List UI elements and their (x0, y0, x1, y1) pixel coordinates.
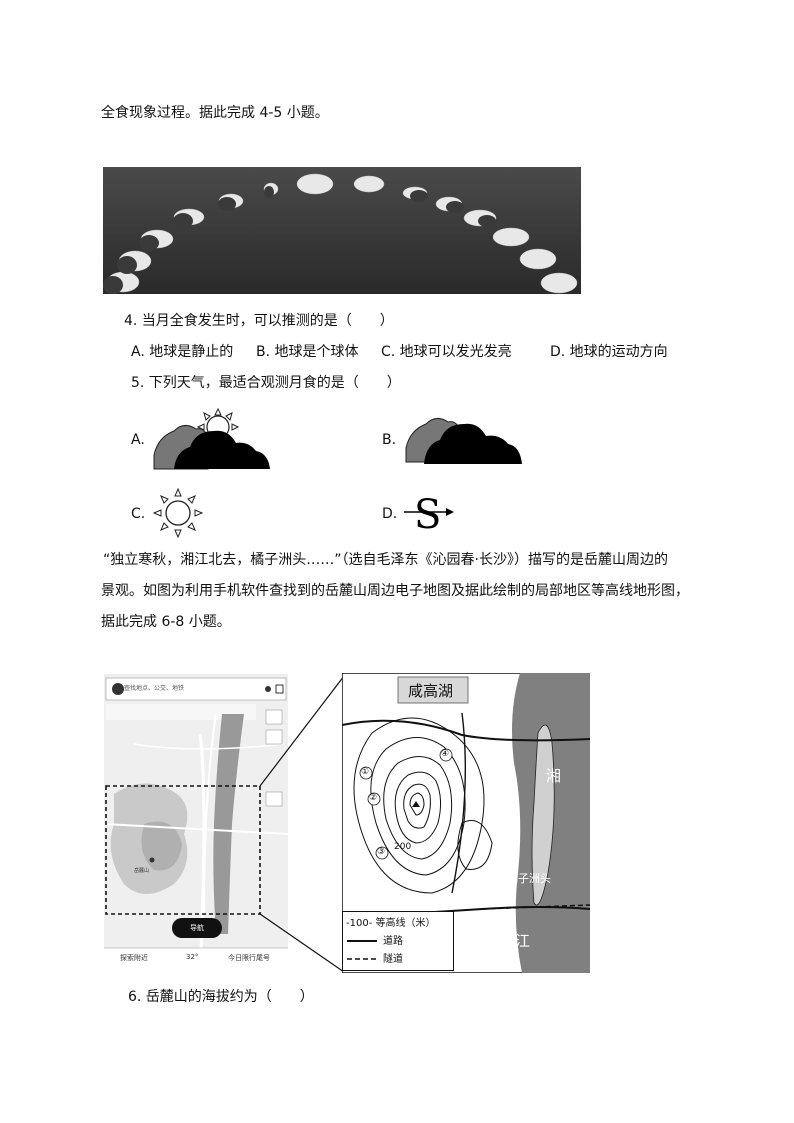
phone-search-placeholder[interactable]: 查找地点、公交、地铁 (124, 685, 185, 692)
phone-bottom-item-explore[interactable]: 探索附近 (120, 954, 148, 962)
svg-text:岳麓山: 岳麓山 (134, 867, 149, 874)
question-5-label-b: B. (382, 432, 397, 448)
question-4-option-d: D. 地球的运动方向 (550, 344, 668, 360)
partly-cloudy-icon (153, 407, 270, 470)
lunar-eclipse-photo (103, 167, 581, 294)
question-5-label-c: C. (131, 506, 146, 522)
legend-tunnel-symbol (347, 958, 377, 960)
phone-map-screenshot: 岳麓山 (104, 674, 288, 974)
contour-value-label: 200 (394, 842, 412, 852)
question-4-option-c: C. 地球可以发光发亮 (381, 344, 512, 360)
passage-line-3: 据此完成 6-8 小题。 (101, 614, 231, 630)
phone-nav-button[interactable]: 导航 (190, 924, 204, 932)
question-5-stem: 5. 下列天气，最适合观测月食的是（ ） (131, 375, 401, 391)
legend-tunnel: 隧道 (383, 954, 403, 965)
passage-line-2: 景观。如图为利用手机软件查找到的岳麓山周边电子地图及据此绘制的局部地区等高线地形… (101, 583, 689, 599)
point-label-2: ② (369, 793, 378, 803)
question-4-stem: 4. 当月全食发生时，可以推测的是（ ） (124, 313, 394, 329)
question-5-label-a: A. (131, 432, 145, 448)
point-label-1: ① (361, 767, 370, 777)
contour-map: . (342, 673, 590, 973)
svg-text:S: S (414, 492, 441, 536)
cloudy-icon (405, 418, 522, 464)
river-label-1: 湘 (546, 767, 562, 785)
legend-road: 道路 (383, 936, 403, 947)
sunny-icon (152, 487, 204, 539)
lake-label: 咸高湖 (408, 682, 454, 700)
sandstorm-icon: S (404, 492, 454, 536)
legend-contour: -100- 等高线（米） (346, 918, 436, 929)
question-4-option-b: B. 地球是个球体 (256, 344, 359, 360)
question-4-option-a: A. 地球是静止的 (131, 344, 234, 360)
question-6-stem: 6. 岳麓山的海拔约为（ ） (128, 989, 314, 1005)
zoom-connector-lines (259, 675, 345, 973)
contour-map-legend: -100- 等高线（米） 道路 隧道 (342, 911, 454, 971)
question-5-label-d: D. (382, 506, 398, 522)
phone-bottom-item-temp: 32° (186, 953, 199, 961)
island-label: 橘子洲头 (507, 872, 551, 885)
legend-road-symbol (347, 940, 377, 942)
intro-text: 全食现象过程。据此完成 4-5 小题。 (101, 105, 329, 121)
point-label-3: ③ (377, 847, 386, 857)
phone-bottom-item-restriction[interactable]: 今日限行尾号 (228, 954, 270, 962)
point-label-4: ④ (441, 749, 450, 759)
river-label-2: 江 (515, 932, 531, 950)
passage-line-1: “独立寒秋，湘江北去，橘子洲头……”（选自毛泽东《沁园春·长沙》）描写的是岳麓山… (103, 552, 668, 568)
